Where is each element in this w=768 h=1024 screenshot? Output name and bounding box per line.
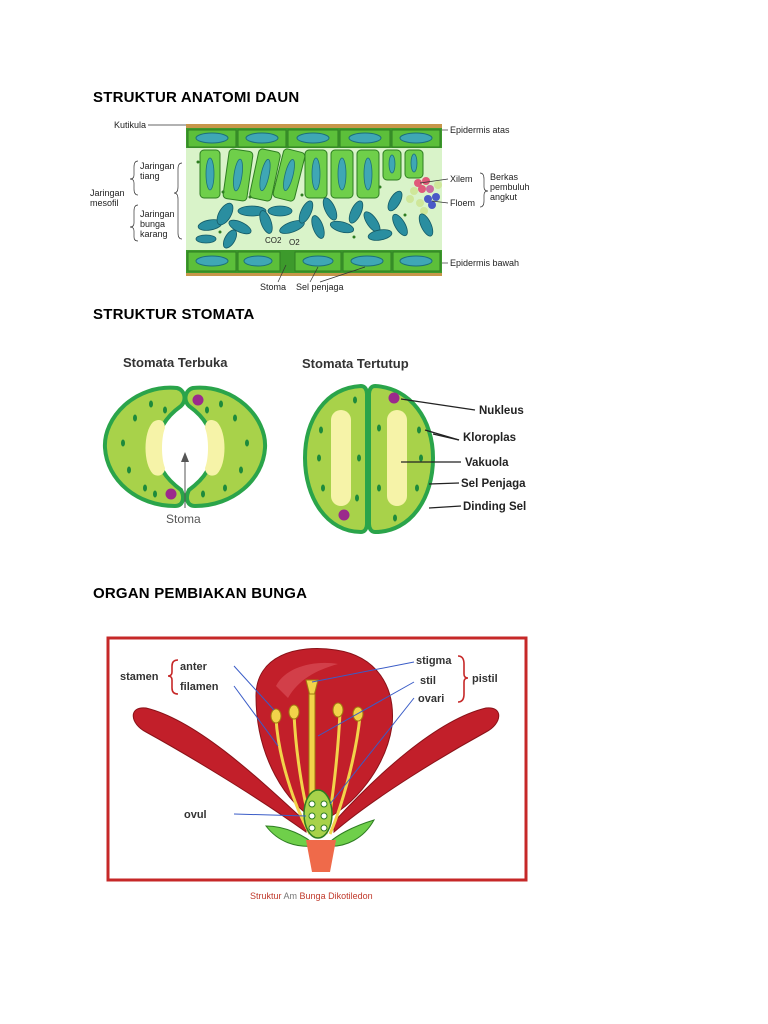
spongy-layer xyxy=(195,190,434,249)
label-stoma-open: Stoma xyxy=(166,512,201,526)
open-stomata: Stoma xyxy=(102,385,268,526)
caption-text-am: Am xyxy=(283,891,298,901)
leaf-anatomy-diagram: Kutikula Jaringan tiang Jaringan mesofil… xyxy=(90,120,530,292)
label-dinding-sel: Dinding Sel xyxy=(463,501,526,513)
flower-leader-lines xyxy=(233,661,415,817)
title-stomata-tertutup: Stomata Tertutup xyxy=(302,356,409,371)
label-jaringan-bunga-3: karang xyxy=(140,229,168,239)
label-xilem: Xilem xyxy=(450,174,473,184)
label-ovari: ovari xyxy=(418,693,444,705)
caption-link-bunga[interactable]: Bunga xyxy=(299,891,326,901)
label-stigma: stigma xyxy=(416,655,452,667)
chloroplast-dots xyxy=(196,160,407,239)
label-jaringan-mesofil-1: Jaringan xyxy=(90,188,125,198)
label-jaringan-bunga-2: bunga xyxy=(140,219,165,229)
label-berkas-1: Berkas xyxy=(490,172,519,182)
caption-link-dikotiledon[interactable]: Dikotiledon xyxy=(328,891,373,901)
label-vakuola: Vakuola xyxy=(465,457,509,469)
title-stomata-terbuka: Stomata Terbuka xyxy=(123,355,228,370)
heading-leaf-anatomy: STRUKTUR ANATOMI DAUN xyxy=(93,89,300,106)
heading-flower-organ: ORGAN PEMBIAKAN BUNGA xyxy=(93,585,308,602)
label-kloroplas: Kloroplas xyxy=(463,432,516,444)
label-jaringan-tiang-2: tiang xyxy=(140,171,160,181)
flower-braces xyxy=(167,655,469,703)
label-berkas-2: pembuluh xyxy=(490,182,530,192)
label-jaringan-bunga-1: Jaringan xyxy=(140,209,175,219)
leaf-leader-lines xyxy=(129,124,489,283)
caption-link-struktur[interactable]: Struktur xyxy=(250,891,282,901)
pistil xyxy=(303,679,333,839)
label-stoma: Stoma xyxy=(260,282,286,292)
label-ovul: ovul xyxy=(184,809,207,821)
label-filamen: filamen xyxy=(180,681,219,693)
label-floem: Floem xyxy=(450,198,475,208)
label-co2: CO2 xyxy=(265,236,282,245)
closed-stomata xyxy=(302,383,436,535)
label-anter: anter xyxy=(180,661,208,673)
label-stamen: stamen xyxy=(120,671,159,683)
label-sel-penjaga: Sel Penjaga xyxy=(461,478,526,490)
label-kutikula: Kutikula xyxy=(114,120,146,130)
label-pistil: pistil xyxy=(472,673,498,685)
sepals xyxy=(264,819,376,872)
flower-diagram: stamen anter filamen stigma stil ovari p… xyxy=(106,636,528,882)
label-epidermis-bawah: Epidermis bawah xyxy=(450,258,519,268)
label-nukleus: Nukleus xyxy=(479,405,524,417)
label-o2: O2 xyxy=(289,238,300,247)
heading-stomata-structure: STRUKTUR STOMATA xyxy=(93,306,255,323)
label-jaringan-tiang-1: Jaringan xyxy=(140,161,175,171)
label-epidermis-atas: Epidermis atas xyxy=(450,125,510,135)
lower-epidermis xyxy=(186,250,442,273)
flower-caption: Struktur Am Bunga Dikotiledon xyxy=(250,891,373,901)
stomata-leader-arrows xyxy=(400,398,476,509)
label-berkas-3: angkut xyxy=(490,192,518,202)
label-sel-penjaga: Sel penjaga xyxy=(296,282,344,292)
palisade-vacuoles xyxy=(205,153,418,192)
stomata-diagram: Stomata Terbuka Stomata Tertutup Stoma xyxy=(102,355,526,535)
cuticle xyxy=(186,124,442,129)
petal-highlights xyxy=(276,662,338,698)
upper-epidermis xyxy=(186,128,442,148)
label-jaringan-mesofil-2: mesofil xyxy=(90,198,119,208)
vascular-bundle xyxy=(406,177,442,215)
label-stil: stil xyxy=(420,675,436,687)
